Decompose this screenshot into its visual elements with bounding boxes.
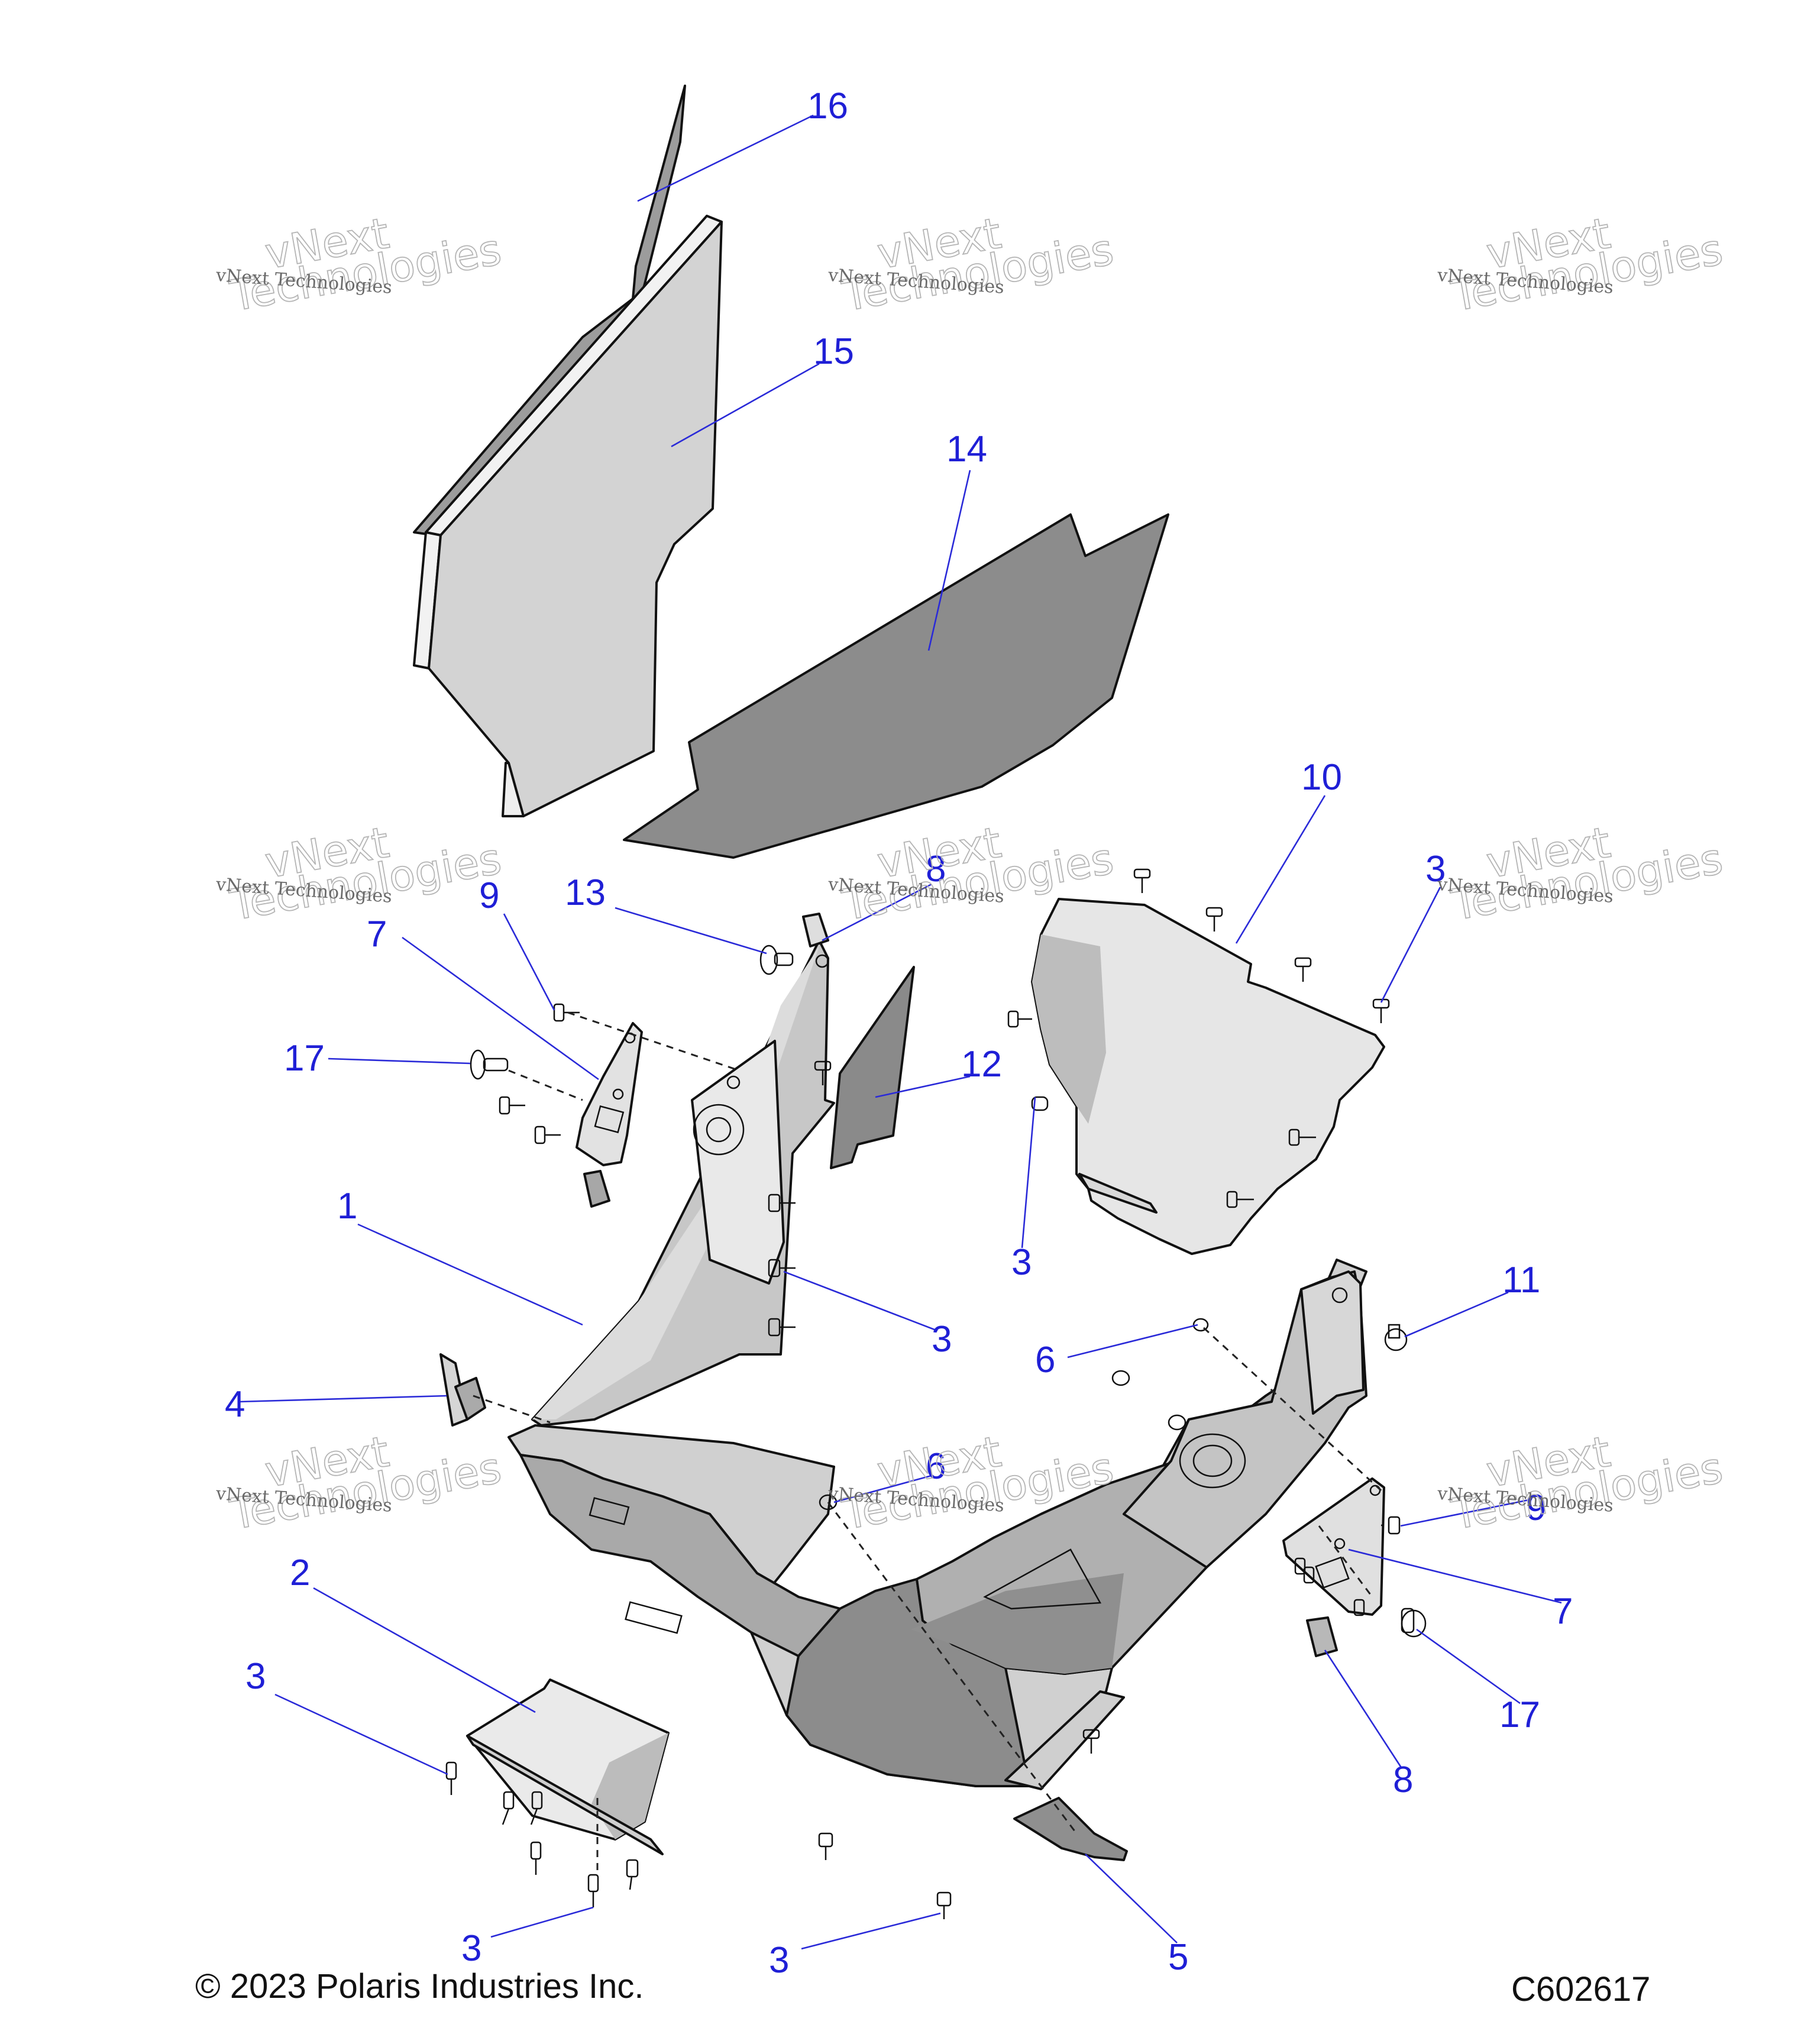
callout-17: 17 [1499, 1694, 1540, 1735]
watermark-4: Technologies vNext vNext Technologies [215, 817, 505, 930]
leader-lines [239, 114, 1562, 1950]
callout-16: 16 [807, 86, 848, 127]
watermark-6: Technologies vNext vNext Technologies [1436, 817, 1727, 930]
callout-1: 1 [337, 1186, 357, 1227]
callout-11: 11 [1502, 1260, 1540, 1301]
diagram-code: C602617 [1511, 1970, 1651, 2009]
watermark-7: Technologies vNext vNext Technologies [215, 1426, 505, 1540]
part-11-nut [1384, 1324, 1408, 1351]
callout-3: 3 [461, 1928, 481, 1969]
washers-6 [819, 1318, 1209, 1511]
callout-3: 3 [1011, 1242, 1032, 1283]
callout-7: 7 [1553, 1591, 1573, 1632]
part-10-bracket [1007, 868, 1390, 1255]
callout-5: 5 [1168, 1937, 1188, 1978]
part-7-bracket-left [576, 1022, 643, 1166]
fastener-13 [759, 945, 794, 975]
watermark-9: Technologies vNext vNext Technologies [1436, 1426, 1727, 1540]
fastener-17-right [1401, 1608, 1427, 1638]
callout-6: 6 [1035, 1340, 1055, 1380]
copyright-notice: © 2023 Polaris Industries Inc. [195, 1967, 644, 2006]
part-8-nut-left [583, 913, 829, 1208]
watermark-1: Technologies vNext vNext Technologies [215, 208, 505, 321]
callout-8: 8 [1393, 1760, 1413, 1800]
callout-8: 8 [926, 849, 946, 890]
callout-13: 13 [565, 872, 606, 913]
callout-15: 15 [813, 331, 854, 372]
callout-3: 3 [1425, 849, 1446, 890]
callout-12: 12 [961, 1044, 1002, 1085]
callout-3: 3 [932, 1319, 952, 1360]
callout-2: 2 [290, 1553, 310, 1593]
part-14-panel [623, 513, 1169, 859]
part-2-tray [445, 1678, 952, 1919]
part-15-panel [413, 215, 723, 817]
callout-7: 7 [367, 914, 387, 955]
watermark-2: Technologies vNext vNext Technologies [827, 208, 1117, 321]
callout-17: 17 [284, 1038, 325, 1079]
callout-3: 3 [245, 1656, 266, 1697]
callout-3: 3 [769, 1940, 789, 1981]
callout-6: 6 [926, 1446, 946, 1487]
part-4-clip [439, 1353, 486, 1427]
callout-10: 10 [1301, 757, 1342, 798]
part-1-console [507, 939, 1367, 1790]
fastener-9-left [553, 1003, 580, 1022]
callout-9: 9 [1526, 1487, 1546, 1528]
part-8-nut-right [1306, 1616, 1338, 1657]
fastener-17-left [470, 1049, 561, 1144]
part-12-panel [830, 966, 915, 1169]
callout-labels: 16 15 14 10 3 9 13 8 7 17 12 1 3 3 11 6 … [225, 86, 1573, 1981]
part-7-bracket-right [1282, 1477, 1385, 1616]
callout-4: 4 [225, 1384, 245, 1425]
fastener-9-right [1381, 1516, 1401, 1535]
callout-14: 14 [946, 429, 987, 470]
watermark-3: Technologies vNext vNext Technologies [1436, 208, 1727, 321]
callout-9: 9 [479, 875, 499, 916]
assembly-dashed-lines [473, 1011, 1382, 1875]
part-5-clip [1013, 1797, 1128, 1861]
